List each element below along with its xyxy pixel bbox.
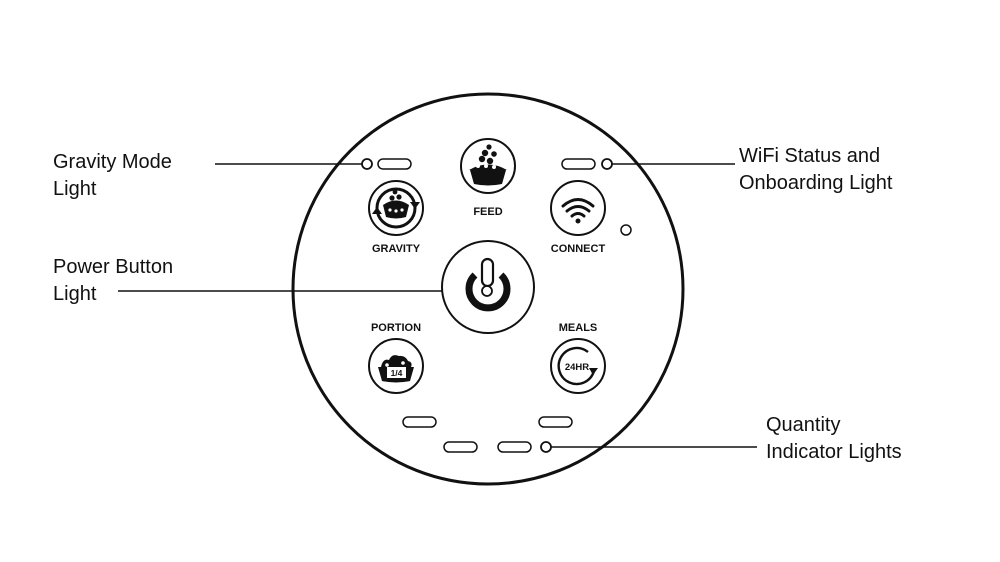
power-button-callout-line2: Light [53,283,97,305]
quantity-callout-line1: Quantity [766,414,841,436]
gravity-mode-callout: Gravity Mode Light [53,149,172,203]
meals-button[interactable]: 24HR [550,338,606,394]
quantity-light-2 [538,416,573,428]
quantity-light-dot [540,441,552,453]
quantity-callout: Quantity Indicator Lights [766,412,902,466]
gravity-mode-callout-line1: Gravity Mode [53,151,172,173]
portion-button[interactable]: 1/4 [368,338,424,394]
portion-label: PORTION [371,322,421,334]
connect-label: CONNECT [551,243,606,255]
portion-bowl-icon: 1/4 [378,355,414,383]
feed-button[interactable] [460,138,516,194]
portion-fraction-text: 1/4 [391,368,403,378]
connect-status-dot [620,224,632,236]
gravity-label: GRAVITY [372,243,421,255]
device-panel-outline [291,92,685,486]
gravity-mode-light [361,158,373,170]
connect-button[interactable] [550,180,606,236]
power-button-callout-line1: Power Button [53,256,174,278]
wifi-status-callout-line1: WiFi Status and [739,145,881,167]
quantity-light-1 [402,416,437,428]
gravity-button[interactable] [368,180,424,236]
power-button-callout: Power Button Light [53,254,173,308]
gravity-cycle-icon [372,187,420,229]
gravity-mode-bar [377,158,412,170]
quantity-light-3 [443,441,478,453]
power-icon [465,257,511,312]
clock-24hr-icon: 24HR [557,346,598,386]
wifi-status-light [601,158,613,170]
food-bowl-icon [469,144,507,186]
feed-label: FEED [473,206,502,218]
quantity-light-4 [497,441,532,453]
wifi-status-callout-line2: Onboarding Light [739,172,893,194]
wifi-icon [561,198,595,224]
meals-label: MEALS [559,322,598,334]
wifi-status-bar [561,158,596,170]
power-button[interactable] [441,240,535,334]
meals-hours-text: 24HR [565,362,589,373]
quantity-callout-line2: Indicator Lights [766,441,902,463]
gravity-mode-callout-line2: Light [53,178,97,200]
wifi-status-callout: WiFi Status and Onboarding Light [739,143,892,197]
